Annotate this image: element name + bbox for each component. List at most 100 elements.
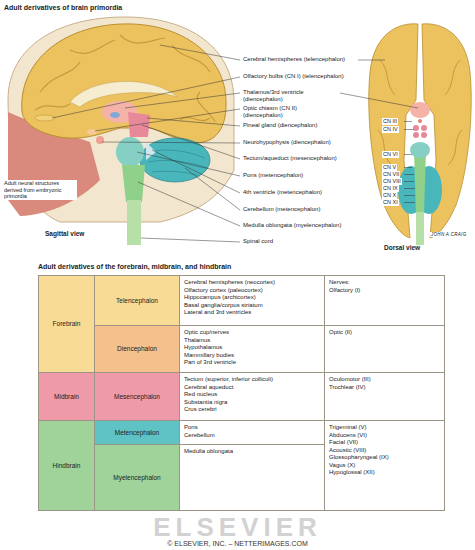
cell-text: Optic (II) — [329, 329, 440, 337]
cerebellum — [140, 138, 210, 182]
structure-label: Medulla oblongata (myelencephalon) — [243, 222, 361, 229]
cell-text: Glossopharyngeal (IX) — [329, 454, 440, 462]
division-cell: Myelencephalon — [95, 445, 180, 511]
view-label: Dorsal view — [384, 244, 420, 252]
cell-text: Facial (VII) — [329, 439, 440, 447]
leader-line — [404, 154, 412, 155]
cell-text: Cerebellum — [184, 432, 320, 440]
leader-line — [152, 150, 240, 193]
cell-text: Acoustic (VIII) — [329, 447, 440, 455]
cell-text: Medulla oblongata — [184, 448, 320, 456]
cell-text: Olfactory cortex (paleocortex) — [184, 287, 320, 295]
dorsal-brain — [416, 212, 424, 245]
division-cell: Forebrain — [38, 275, 95, 373]
cell-text: Hypothalamus — [184, 344, 320, 352]
cerebellum — [148, 150, 208, 176]
nerve-label: CN IX — [382, 185, 399, 192]
division-name: Forebrain — [53, 320, 81, 328]
cell-text: Vagus (X) — [329, 462, 440, 470]
division-name: Metencephalon — [115, 429, 159, 437]
division-cell: Diencephalon — [95, 326, 180, 373]
diencephalon — [87, 101, 150, 144]
division-name: Diencephalon — [117, 345, 157, 353]
gyri — [120, 35, 165, 43]
pons — [116, 137, 156, 167]
content-cell: Tectum (superior, inferior colliculi)Cer… — [180, 373, 325, 421]
leader-line — [141, 238, 240, 242]
leader-line — [52, 77, 240, 118]
structure-label: Tectum/aqueduct (mesencephalon) — [243, 155, 361, 162]
nerve-label: CN IV — [382, 126, 399, 133]
leader-line — [138, 182, 240, 226]
content-cell: Medulla oblongata — [180, 445, 325, 511]
leader-line — [404, 174, 414, 175]
nerve-label: CN V — [382, 164, 397, 171]
leader-line — [404, 121, 412, 122]
leader-line — [95, 109, 240, 131]
cell-text: Olfactory (I) — [329, 287, 440, 295]
leader-line — [340, 93, 418, 108]
gyri — [172, 45, 210, 72]
cell-text: Part of 3rd ventricle — [184, 359, 320, 367]
dorsal-brain — [421, 125, 427, 131]
note-label: Adult neural structures derived from emb… — [3, 180, 77, 200]
leader-line — [404, 181, 414, 182]
nerve-label: CN VI — [382, 151, 399, 158]
leader-line — [404, 202, 415, 203]
copyright-caption: © ELSEVIER, INC. – NETTERIMAGES.COM — [0, 540, 475, 548]
structure-label: Spinal cord — [243, 238, 361, 245]
leader-line — [358, 60, 385, 61]
diencephalon — [87, 129, 97, 135]
cell-text: Red nucleus — [184, 391, 320, 399]
content-cell: Optic cup/nervesThalamusHypothalamusMamm… — [180, 326, 325, 373]
view-label: Sagittal view — [45, 230, 84, 238]
cell-text: Crus cerebri — [184, 406, 320, 414]
artist-signature: JOHN A.CRAIG — [430, 232, 467, 237]
cerebellum — [140, 138, 210, 182]
content-cell: Nerves:Olfactory (I) — [325, 275, 445, 326]
content-cell: Optic (II) — [325, 326, 445, 373]
pons — [116, 137, 144, 167]
cell-text: Tectum (superior, inferior colliculi) — [184, 376, 320, 384]
nerve-label: CN VIII — [382, 178, 402, 185]
nerve-label: CN X — [382, 192, 397, 199]
structure-label: Pons (metencephalon) — [243, 172, 361, 179]
dorsal-brain — [410, 142, 430, 158]
cerebrum — [22, 24, 226, 143]
dorsal-brain — [410, 102, 430, 118]
structure-label: Cerebellum (metencephalon) — [243, 206, 361, 213]
cell-text: Trigeminal (V) — [329, 424, 440, 432]
leader-line — [404, 167, 412, 168]
medulla — [122, 165, 145, 245]
structure-label: Cerebral hemispheres (telencephalon) — [243, 56, 361, 63]
cell-text: Oculomotor (III) — [329, 376, 440, 384]
diencephalon — [96, 136, 104, 144]
structure-label: 4th ventricle (metencephalon) — [243, 189, 361, 196]
cell-text: Abducens (VI) — [329, 432, 440, 440]
leader-line — [404, 129, 414, 130]
structure-label: Olfactory bulbs (CN I) (telencephalon) — [243, 73, 361, 80]
cell-text: Cerebral aqueduct — [184, 384, 320, 392]
division-name: Hindbrain — [53, 462, 81, 470]
leader-line — [147, 118, 240, 126]
leader-line — [160, 45, 240, 60]
cell-text: Nerves: — [329, 279, 440, 287]
leader-line — [137, 152, 240, 176]
division-name: Mesencephalon — [114, 393, 160, 401]
cell-text: Trochlear (IV) — [329, 384, 440, 392]
dorsal-brain — [418, 119, 422, 123]
content-cell: Cerebral hemispheres (neocortex)Olfactor… — [180, 275, 325, 326]
cell-text: Mammillary bodies — [184, 352, 320, 360]
gyri — [35, 104, 70, 110]
leader-line — [125, 93, 240, 108]
division-cell: Midbrain — [38, 373, 95, 421]
dorsal-brain — [413, 125, 419, 131]
nerve-label: CN VII — [382, 171, 400, 178]
leader-line — [404, 195, 415, 196]
leader-line — [404, 188, 415, 189]
cell-text: Basal ganglia/corpus striatum — [184, 302, 320, 310]
division-cell: Telencephalon — [95, 275, 180, 326]
division-name: Telencephalon — [116, 297, 158, 305]
table-heading: Adult derivatives of the forebrain, midb… — [38, 263, 231, 271]
